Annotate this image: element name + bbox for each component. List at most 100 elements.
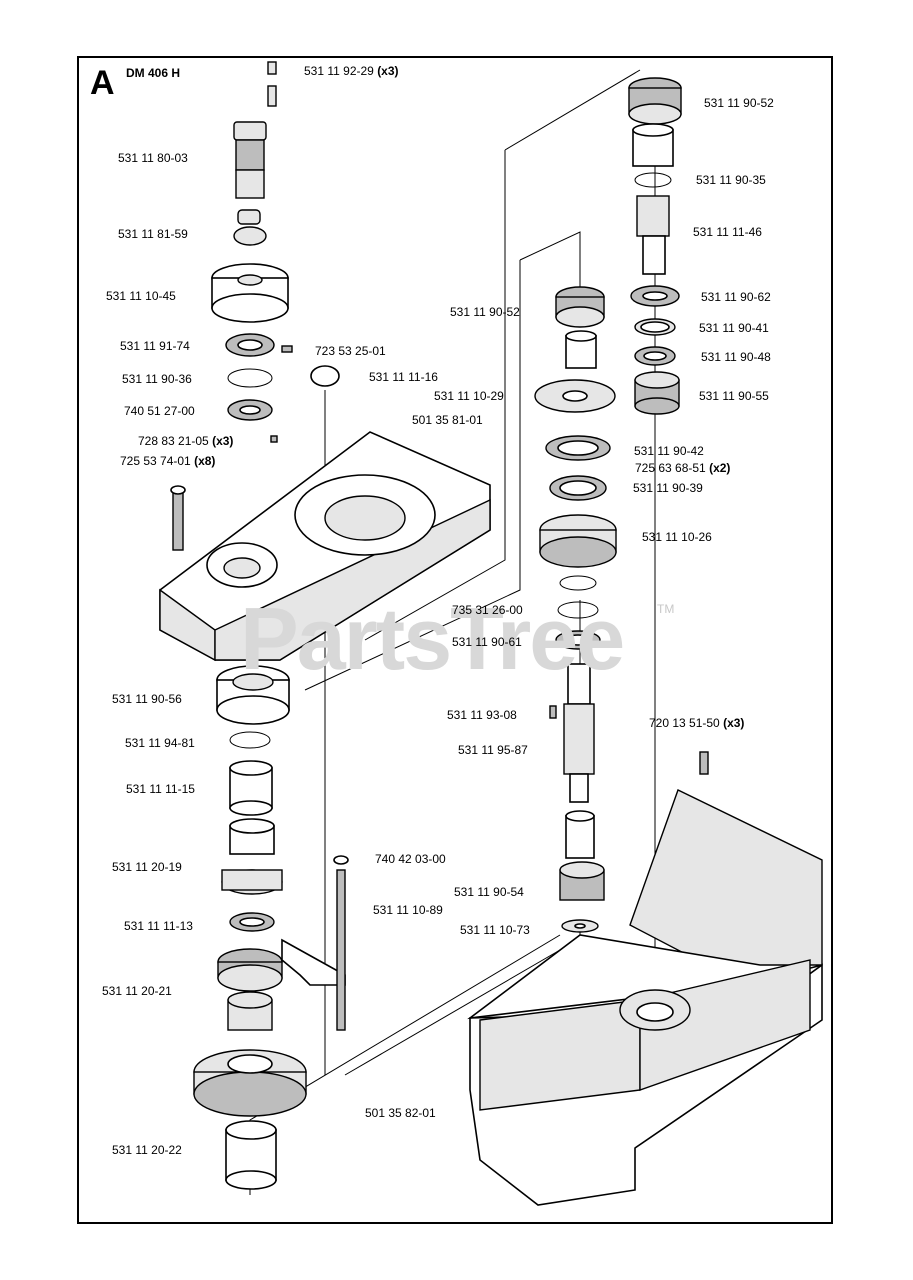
part-label: 728 83 21-05 (x3) [138,434,233,448]
part-number: 531 11 11-15 [126,782,195,796]
part-number: 531 11 95-87 [458,743,528,757]
left-upper-stack [211,61,340,443]
part-quantity: (x3) [377,64,399,78]
part-label: 531 11 92-29 (x3) [304,64,399,78]
part-number: 531 11 81-59 [118,227,188,241]
part-number: 531 11 10-29 [434,389,504,403]
part-label: 740 51 27-00 [124,404,195,418]
part-number: 531 11 10-45 [106,289,176,303]
part-label: 531 11 94-81 [125,736,195,750]
part-number: 725 63 68-51 [635,461,706,475]
part-number: 531 11 20-21 [102,984,172,998]
part-quantity: (x2) [709,461,731,475]
part-number: 531 11 94-81 [125,736,195,750]
part-number: 728 83 21-05 [138,434,209,448]
part-label: 531 11 90-62 [701,290,771,304]
part-number: 740 42 03-00 [375,852,446,866]
part-number: 720 13 51-50 [649,716,720,730]
part-number: 531 11 90-36 [122,372,192,386]
part-number: 723 53 25-01 [315,344,386,358]
part-label: 501 35 82-01 [365,1106,436,1120]
part-number: 531 11 90-41 [699,321,769,335]
part-label: 501 35 81-01 [412,413,483,427]
part-number: 501 35 82-01 [365,1106,436,1120]
part-label: 531 11 11-13 [124,919,193,933]
part-label: 531 11 20-21 [102,984,172,998]
part-label: 531 11 90-55 [699,389,769,403]
part-label: 725 53 74-01 (x8) [120,454,215,468]
part-number: 531 11 11-13 [124,919,193,933]
model-title: DM 406 H [126,66,181,80]
part-label: 531 11 11-46 [693,225,762,239]
part-label: 531 11 10-73 [460,923,530,937]
part-label: 531 11 90-54 [454,885,524,899]
part-number: 531 11 20-22 [112,1143,182,1157]
part-number: 531 11 90-52 [450,305,520,319]
part-label: 531 11 20-19 [112,860,182,874]
part-number: 531 11 10-73 [460,923,530,937]
part-label: 725 63 68-51 (x2) [635,461,730,475]
part-label: 531 11 20-22 [112,1143,182,1157]
part-number: 531 11 90-55 [699,389,769,403]
part-number: 501 35 81-01 [412,413,483,427]
part-number: 531 11 90-62 [701,290,771,304]
part-number: 531 11 90-35 [696,173,766,187]
part-quantity: (x3) [723,716,745,730]
part-label: 531 11 90-42 [634,444,704,458]
part-number: 735 31 26-00 [452,603,523,617]
part-number: 531 11 90-56 [112,692,182,706]
part-number: 531 11 11-46 [693,225,762,239]
part-label: 531 11 10-45 [106,289,176,303]
part-label: 735 31 26-00 [452,603,523,617]
upper-housing [159,431,491,662]
watermark-tm: TM [657,602,675,616]
diagram-frame [77,56,833,1224]
part-label: 531 11 90-56 [112,692,182,706]
part-label: 531 11 90-52 [450,305,520,319]
right-middle-stack [534,286,709,933]
part-number: 531 11 90-61 [452,635,522,649]
part-label: 720 13 51-50 (x3) [649,716,744,730]
part-number: 531 11 90-54 [454,885,524,899]
part-label: 531 11 11-15 [126,782,195,796]
part-number: 531 11 93-08 [447,708,517,722]
part-label: 531 11 90-61 [452,635,522,649]
part-label: 531 11 90-41 [699,321,769,335]
part-label: 531 11 81-59 [118,227,188,241]
part-number: 531 11 92-29 [304,64,374,78]
part-number: 531 11 10-26 [642,530,712,544]
part-number: 531 11 10-89 [373,903,443,917]
lower-housing [467,789,823,1206]
part-number: 531 11 90-42 [634,444,704,458]
part-label: 531 11 90-48 [701,350,771,364]
part-label: 531 11 10-29 [434,389,504,403]
right-upper-stack [628,77,682,415]
part-number: 531 11 80-03 [118,151,188,165]
part-label: 531 11 95-87 [458,743,528,757]
section-letter: A [90,64,115,102]
part-label: 531 11 90-36 [122,372,192,386]
part-label: 531 11 80-03 [118,151,188,165]
part-label: 531 11 11-16 [369,370,438,384]
part-label: 531 11 10-26 [642,530,712,544]
part-number: 531 11 90-39 [633,481,703,495]
part-number: 531 11 20-19 [112,860,182,874]
part-number: 531 11 11-16 [369,370,438,384]
part-label: 531 11 93-08 [447,708,517,722]
part-label: 723 53 25-01 [315,344,386,358]
part-label: 531 11 90-35 [696,173,766,187]
part-label: 531 11 90-39 [633,481,703,495]
watermark: PartsTree [240,589,625,688]
part-quantity: (x8) [194,454,216,468]
part-label: 531 11 10-89 [373,903,443,917]
left-lower-stack [193,665,349,1190]
part-label: 740 42 03-00 [375,852,446,866]
part-quantity: (x3) [212,434,234,448]
part-number: 725 53 74-01 [120,454,191,468]
part-number: 531 11 90-48 [701,350,771,364]
part-number: 740 51 27-00 [124,404,195,418]
part-label: 531 11 91-74 [120,339,190,353]
part-number: 531 11 90-52 [704,96,774,110]
part-number: 531 11 91-74 [120,339,190,353]
